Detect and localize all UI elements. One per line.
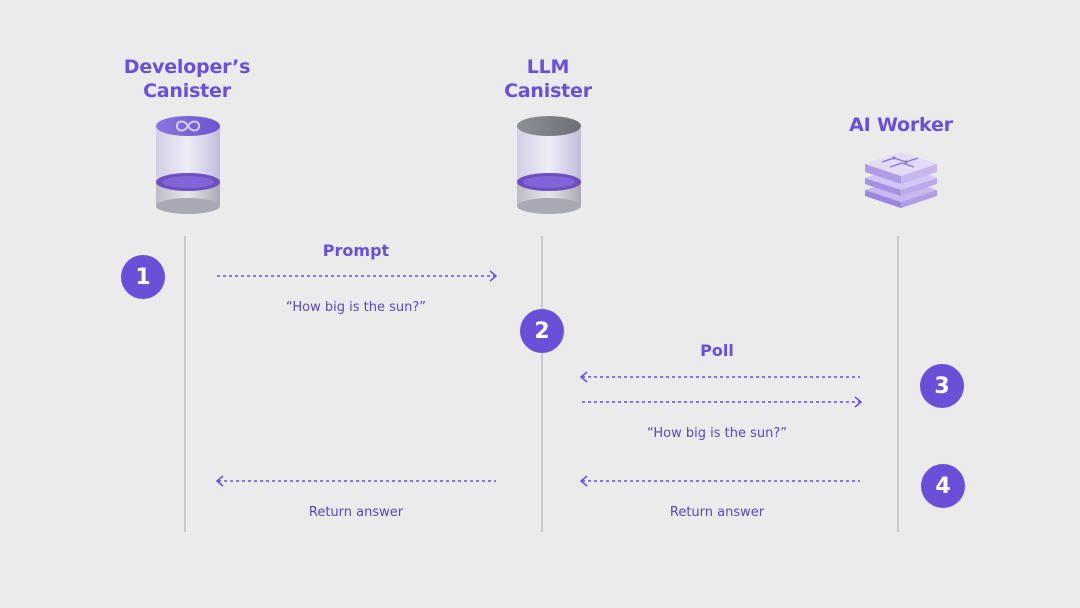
canister-icon [156,116,220,214]
step-badge-4: 4 [921,464,965,508]
ai-worker-stack-icon [865,152,937,208]
canister-icon [517,116,581,214]
actor-ai-worker-title: AI Worker [849,114,953,136]
prompt-text: “How big is the sun?” [286,300,426,315]
return-answer-left: Return answer [308,505,404,520]
actor-llm-canister-title: LLM Canister [504,56,592,102]
return-answer-right: Return answer [669,505,765,520]
step-badge-1: 1 [121,255,165,299]
actor-developer-canister-title: Developer’s Canister [123,56,251,102]
lifeline-developer-canister [184,236,186,532]
step-badge-2: 2 [520,309,564,353]
step-badge-3: 3 [920,364,964,408]
lifeline-llm-canister [541,236,543,532]
poll-label: Poll [700,341,734,360]
prompt-label: Prompt [322,241,390,260]
lifeline-ai-worker [897,236,899,532]
poll-text: “How big is the sun?” [647,426,787,441]
